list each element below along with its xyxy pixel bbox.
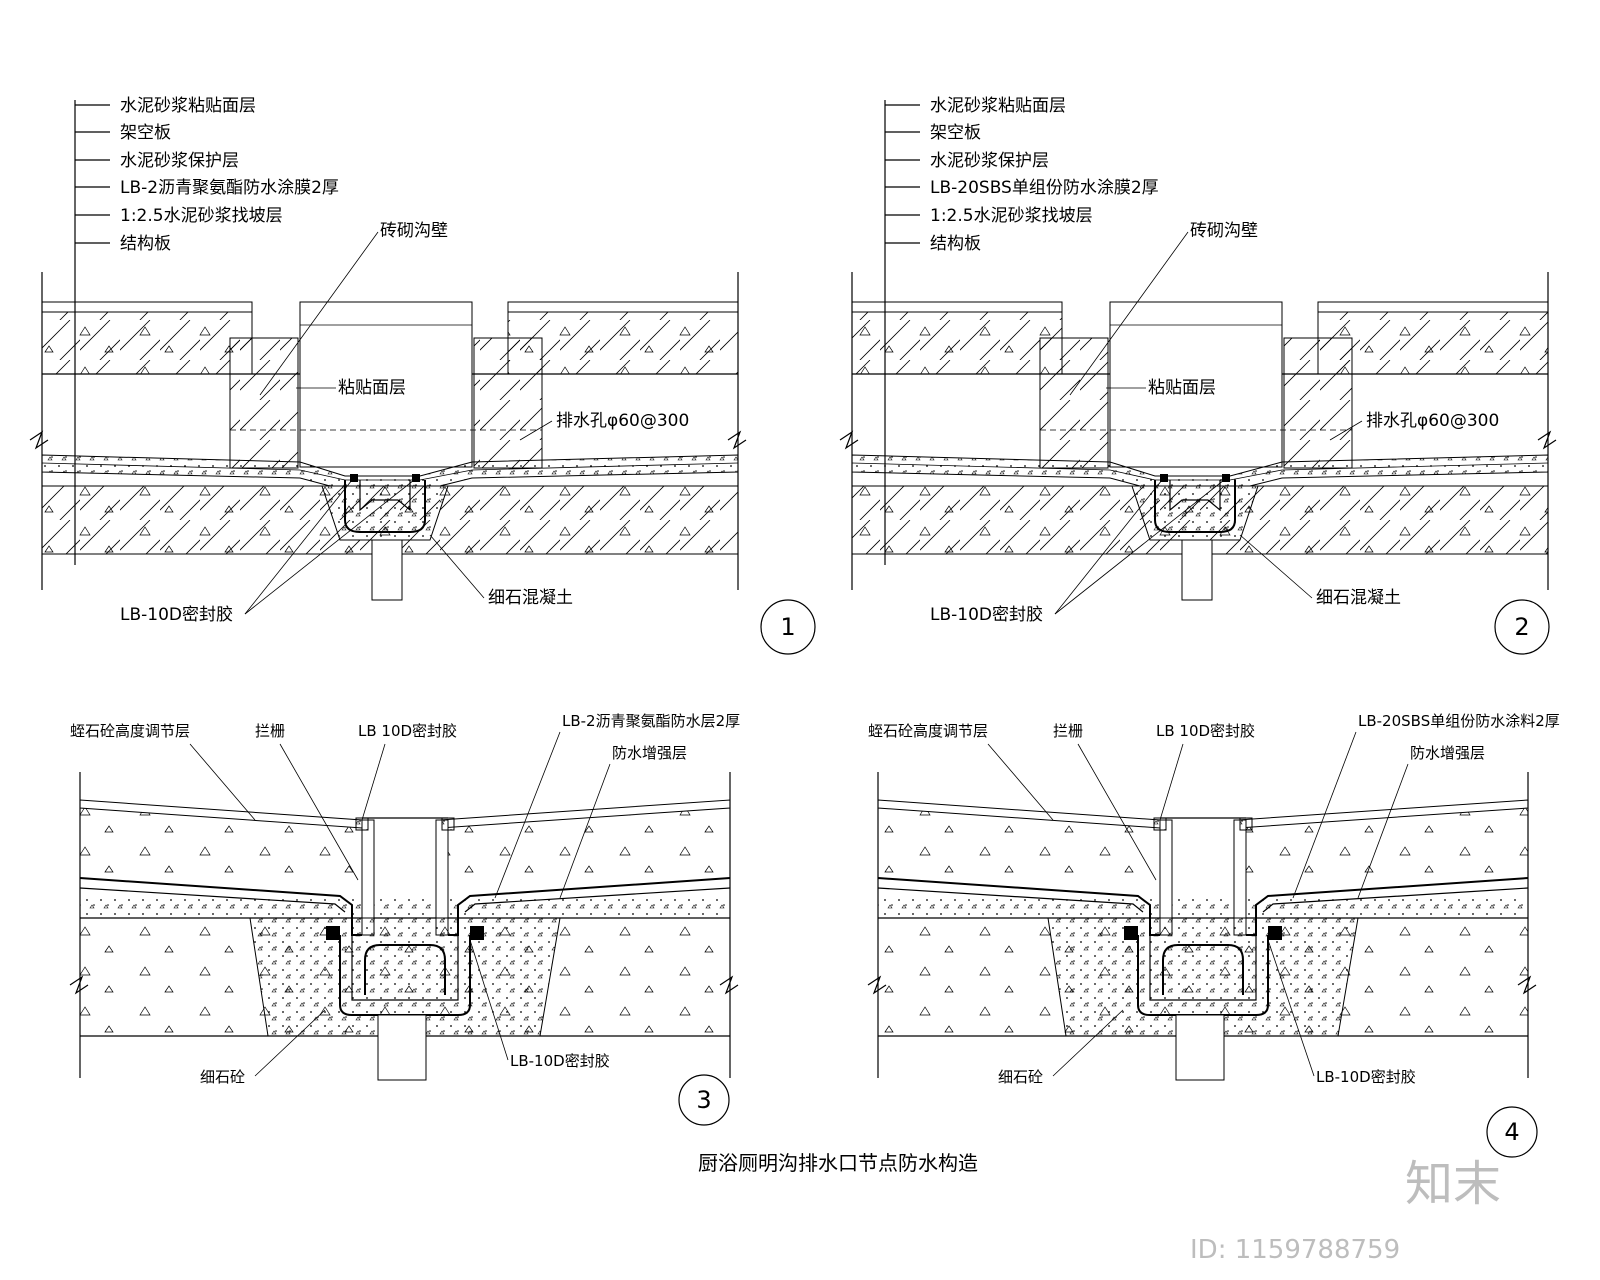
detail-number-circle bbox=[760, 599, 816, 655]
fine-concrete-label: 细石砼 bbox=[998, 1068, 1043, 1086]
bottom-sealant-label: LB-10D密封胶 bbox=[510, 1052, 610, 1070]
adjust-layer-label: 蛭石砼高度调节层 bbox=[70, 722, 190, 740]
layer-label: 水泥砂浆粘贴面层 bbox=[930, 96, 1066, 116]
detail-number-circle bbox=[1494, 599, 1550, 655]
detail-3: 蛭石砼高度调节层 拦栅 LB 10D密封胶 LB-2沥青聚氨酯防水层2厚 防水增… bbox=[69, 712, 740, 1126]
detail-number-circle bbox=[678, 1074, 730, 1126]
detail-number-circle bbox=[1486, 1106, 1538, 1158]
layer-label: 水泥砂浆保护层 bbox=[120, 151, 239, 171]
reinforce-label: 防水增强层 bbox=[1410, 744, 1485, 762]
wall-label: 砖砌沟壁 bbox=[1190, 221, 1258, 241]
channel-section bbox=[69, 772, 739, 1081]
grate-label: 拦栅 bbox=[1053, 722, 1083, 740]
layer-label: LB-2沥青聚氨酯防水涂膜2厚 bbox=[120, 178, 339, 198]
detail-2: 水泥砂浆粘贴面层 架空板 水泥砂浆保护层 LB-20SBS单组份防水涂膜2厚 1… bbox=[839, 96, 1557, 655]
drain-hole-label: 排水孔φ60@300 bbox=[1366, 411, 1499, 431]
adjust-layer-label: 蛭石砼高度调节层 bbox=[868, 722, 988, 740]
reinforce-label: 防水增强层 bbox=[612, 744, 687, 762]
facing-label: 粘贴面层 bbox=[338, 378, 406, 398]
channel-section bbox=[867, 772, 1537, 1081]
layer-label: 架空板 bbox=[120, 123, 171, 143]
layer-label: 1:2.5水泥砂浆找坡层 bbox=[930, 206, 1093, 226]
layer-label: 水泥砂浆粘贴面层 bbox=[120, 96, 256, 116]
membrane-label: LB-2沥青聚氨酯防水层2厚 bbox=[562, 712, 740, 730]
layer-label: 架空板 bbox=[930, 123, 981, 143]
drawing-caption: 厨浴厕明沟排水口节点防水构造 bbox=[698, 1151, 978, 1175]
detail-number: 3 bbox=[696, 1086, 711, 1114]
drain-hole-label: 排水孔φ60@300 bbox=[556, 411, 689, 431]
sealant-label: LB-10D密封胶 bbox=[930, 605, 1043, 625]
detail-number: 2 bbox=[1514, 613, 1529, 641]
layer-label: 1:2.5水泥砂浆找坡层 bbox=[120, 206, 283, 226]
fine-concrete-label: 细石砼 bbox=[200, 1068, 245, 1086]
grate-label: 拦栅 bbox=[255, 722, 285, 740]
top-sealant-label: LB 10D密封胶 bbox=[1156, 722, 1255, 740]
membrane-label: LB-20SBS单组份防水涂料2厚 bbox=[1358, 712, 1560, 730]
detail-4: 蛭石砼高度调节层 拦栅 LB 10D密封胶 LB-20SBS单组份防水涂料2厚 … bbox=[867, 712, 1560, 1158]
wall-label: 砖砌沟壁 bbox=[380, 221, 448, 241]
watermark-logo: 知末 bbox=[1405, 1156, 1501, 1212]
concrete-label: 细石混凝土 bbox=[1316, 588, 1401, 608]
slab-section bbox=[839, 272, 1557, 601]
concrete-label: 细石混凝土 bbox=[488, 588, 573, 608]
layer-ticks bbox=[75, 104, 110, 244]
detail-number: 1 bbox=[780, 613, 795, 641]
bottom-sealant-label: LB-10D密封胶 bbox=[1316, 1068, 1416, 1086]
slab-section bbox=[29, 272, 747, 601]
watermark-id: ID: 1159788759 bbox=[1190, 1235, 1400, 1265]
detail-1: 水泥砂浆粘贴面层 架空板 水泥砂浆保护层 LB-2沥青聚氨酯防水涂膜2厚 1:2… bbox=[29, 96, 816, 655]
facing-label: 粘贴面层 bbox=[1148, 378, 1216, 398]
layer-label: LB-20SBS单组份防水涂膜2厚 bbox=[930, 178, 1159, 198]
layer-label: 结构板 bbox=[930, 234, 981, 254]
detail-number: 4 bbox=[1504, 1118, 1519, 1146]
layer-label: 结构板 bbox=[120, 234, 171, 254]
top-sealant-label: LB 10D密封胶 bbox=[358, 722, 457, 740]
layer-ticks bbox=[885, 104, 920, 244]
sealant-label: LB-10D密封胶 bbox=[120, 605, 233, 625]
layer-label: 水泥砂浆保护层 bbox=[930, 151, 1049, 171]
